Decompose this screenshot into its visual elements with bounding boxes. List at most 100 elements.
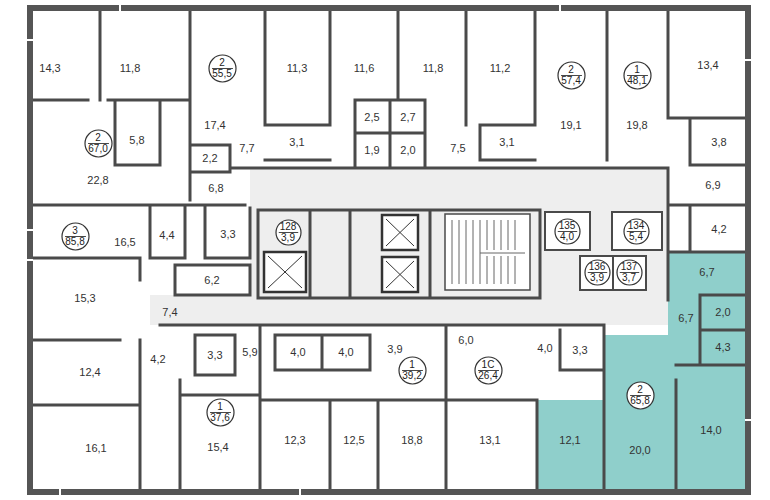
room-area: 5,8 <box>129 134 144 146</box>
room-area: 15,4 <box>207 441 228 453</box>
room-area: 7,5 <box>450 142 465 154</box>
room-area: 4,2 <box>150 353 165 365</box>
apartment-area: 4,0 <box>560 231 574 242</box>
apartment-number: 2 <box>568 64 574 75</box>
interior-walls <box>30 8 748 492</box>
room-area: 6,7 <box>699 266 714 278</box>
room-area: 18,8 <box>401 434 422 446</box>
elevator-shaft <box>264 252 306 292</box>
room-area: 1,9 <box>364 144 379 156</box>
apartment-area: 26,4 <box>478 370 497 381</box>
room-area: 2,0 <box>715 306 730 318</box>
elevator-cross <box>386 261 414 288</box>
apartment-number: 134 <box>628 220 645 231</box>
room-area: 4,3 <box>715 341 730 353</box>
badge-circle <box>209 55 236 82</box>
elevator-shaft <box>382 257 418 292</box>
staircase <box>445 214 530 290</box>
apartment-number: 136 <box>589 261 606 272</box>
room-area: 11,6 <box>354 62 375 74</box>
room-area: 3,1 <box>499 136 514 148</box>
apartment-area: 48,1 <box>627 75 646 86</box>
apartment-badge: 1345,4 <box>623 218 650 245</box>
room-area: 4,0 <box>290 346 305 358</box>
apartment-number: 1 <box>409 359 415 370</box>
storage-room <box>612 212 662 250</box>
apartment-badge: 1373,7 <box>616 259 643 286</box>
room-area: 16,5 <box>114 236 135 248</box>
apartment-area: 3,9 <box>281 232 295 243</box>
storage-room <box>545 212 590 250</box>
apartment-badge: 139,2 <box>398 356 427 385</box>
room-area: 15,3 <box>74 292 95 304</box>
apartment-badge: 148,1 <box>623 61 652 90</box>
room-area: 12,4 <box>79 366 100 378</box>
room-area: 6,8 <box>208 182 223 194</box>
room-area: 6,7 <box>678 312 693 324</box>
apartment-area: 65,8 <box>630 395 649 406</box>
apartment-area: 37,6 <box>210 412 229 423</box>
apartment-area: 3,7 <box>622 272 636 283</box>
room-area: 6,0 <box>458 334 473 346</box>
room-area: 12,1 <box>559 434 580 446</box>
room-area: 3,1 <box>289 136 304 148</box>
apartment-number: 2 <box>637 384 643 395</box>
apartment-badge: 265,8 <box>626 381 655 410</box>
apartment-badge: 137,6 <box>206 398 235 427</box>
room-area: 2,7 <box>400 111 415 123</box>
room-area: 17,4 <box>204 119 225 131</box>
apartment-area: 57,4 <box>561 75 580 86</box>
room-area: 6,2 <box>204 274 219 286</box>
badge-circle <box>617 260 642 285</box>
room-area: 7,4 <box>162 306 177 318</box>
badge-circle <box>85 130 112 157</box>
badge-circle <box>555 219 580 244</box>
room-area: 3,9 <box>387 343 402 355</box>
apartment-number: 2 <box>219 57 225 68</box>
room-area: 2,2 <box>202 152 217 164</box>
room-area: 4,0 <box>338 346 353 358</box>
window-marks <box>27 5 751 495</box>
room-area: 14,0 <box>700 424 721 436</box>
apartment-number: 1 <box>217 401 223 412</box>
room-area: 4,2 <box>711 223 726 235</box>
apartment-area: 39,2 <box>402 370 421 381</box>
room-area: 2,5 <box>364 111 379 123</box>
room-area: 6,9 <box>705 179 720 191</box>
room-area: 14,3 <box>39 62 60 74</box>
apartment-badge: 257,4 <box>557 61 586 90</box>
apartment-area: 3,9 <box>590 272 604 283</box>
stair-steps <box>452 220 525 284</box>
room-area: 13,1 <box>479 434 500 446</box>
room-area: 11,8 <box>423 62 444 74</box>
storage-room <box>613 256 646 290</box>
corridor <box>150 295 260 325</box>
outer-wall <box>30 8 748 492</box>
room-area: 12,3 <box>284 434 305 446</box>
room-area: 13,4 <box>697 59 718 71</box>
apartment-number: 2 <box>95 132 101 143</box>
badge-circle <box>627 382 654 409</box>
apartment-number: 137 <box>621 261 638 272</box>
room-area: 4,4 <box>159 229 174 241</box>
room-area: 22,8 <box>87 174 108 186</box>
apartment-badge: 1354,0 <box>554 218 581 245</box>
room-area: 4,0 <box>537 342 552 354</box>
room-area: 11,8 <box>120 62 141 74</box>
room-area: 11,2 <box>490 62 511 74</box>
corridor <box>250 168 668 325</box>
apartment-area: 55,5 <box>212 68 231 79</box>
room-area: 12,5 <box>343 434 364 446</box>
badge-circle <box>399 357 426 384</box>
apartment-badge: 267,0 <box>84 129 113 158</box>
elevator-shaft <box>382 215 418 250</box>
apartment-badge: 385,8 <box>61 222 90 251</box>
badge-circle <box>558 62 585 89</box>
badge-circle <box>207 399 234 426</box>
apartment-number: 128 <box>280 221 297 232</box>
room-area: 16,1 <box>85 442 106 454</box>
room-area: 3,3 <box>220 228 235 240</box>
